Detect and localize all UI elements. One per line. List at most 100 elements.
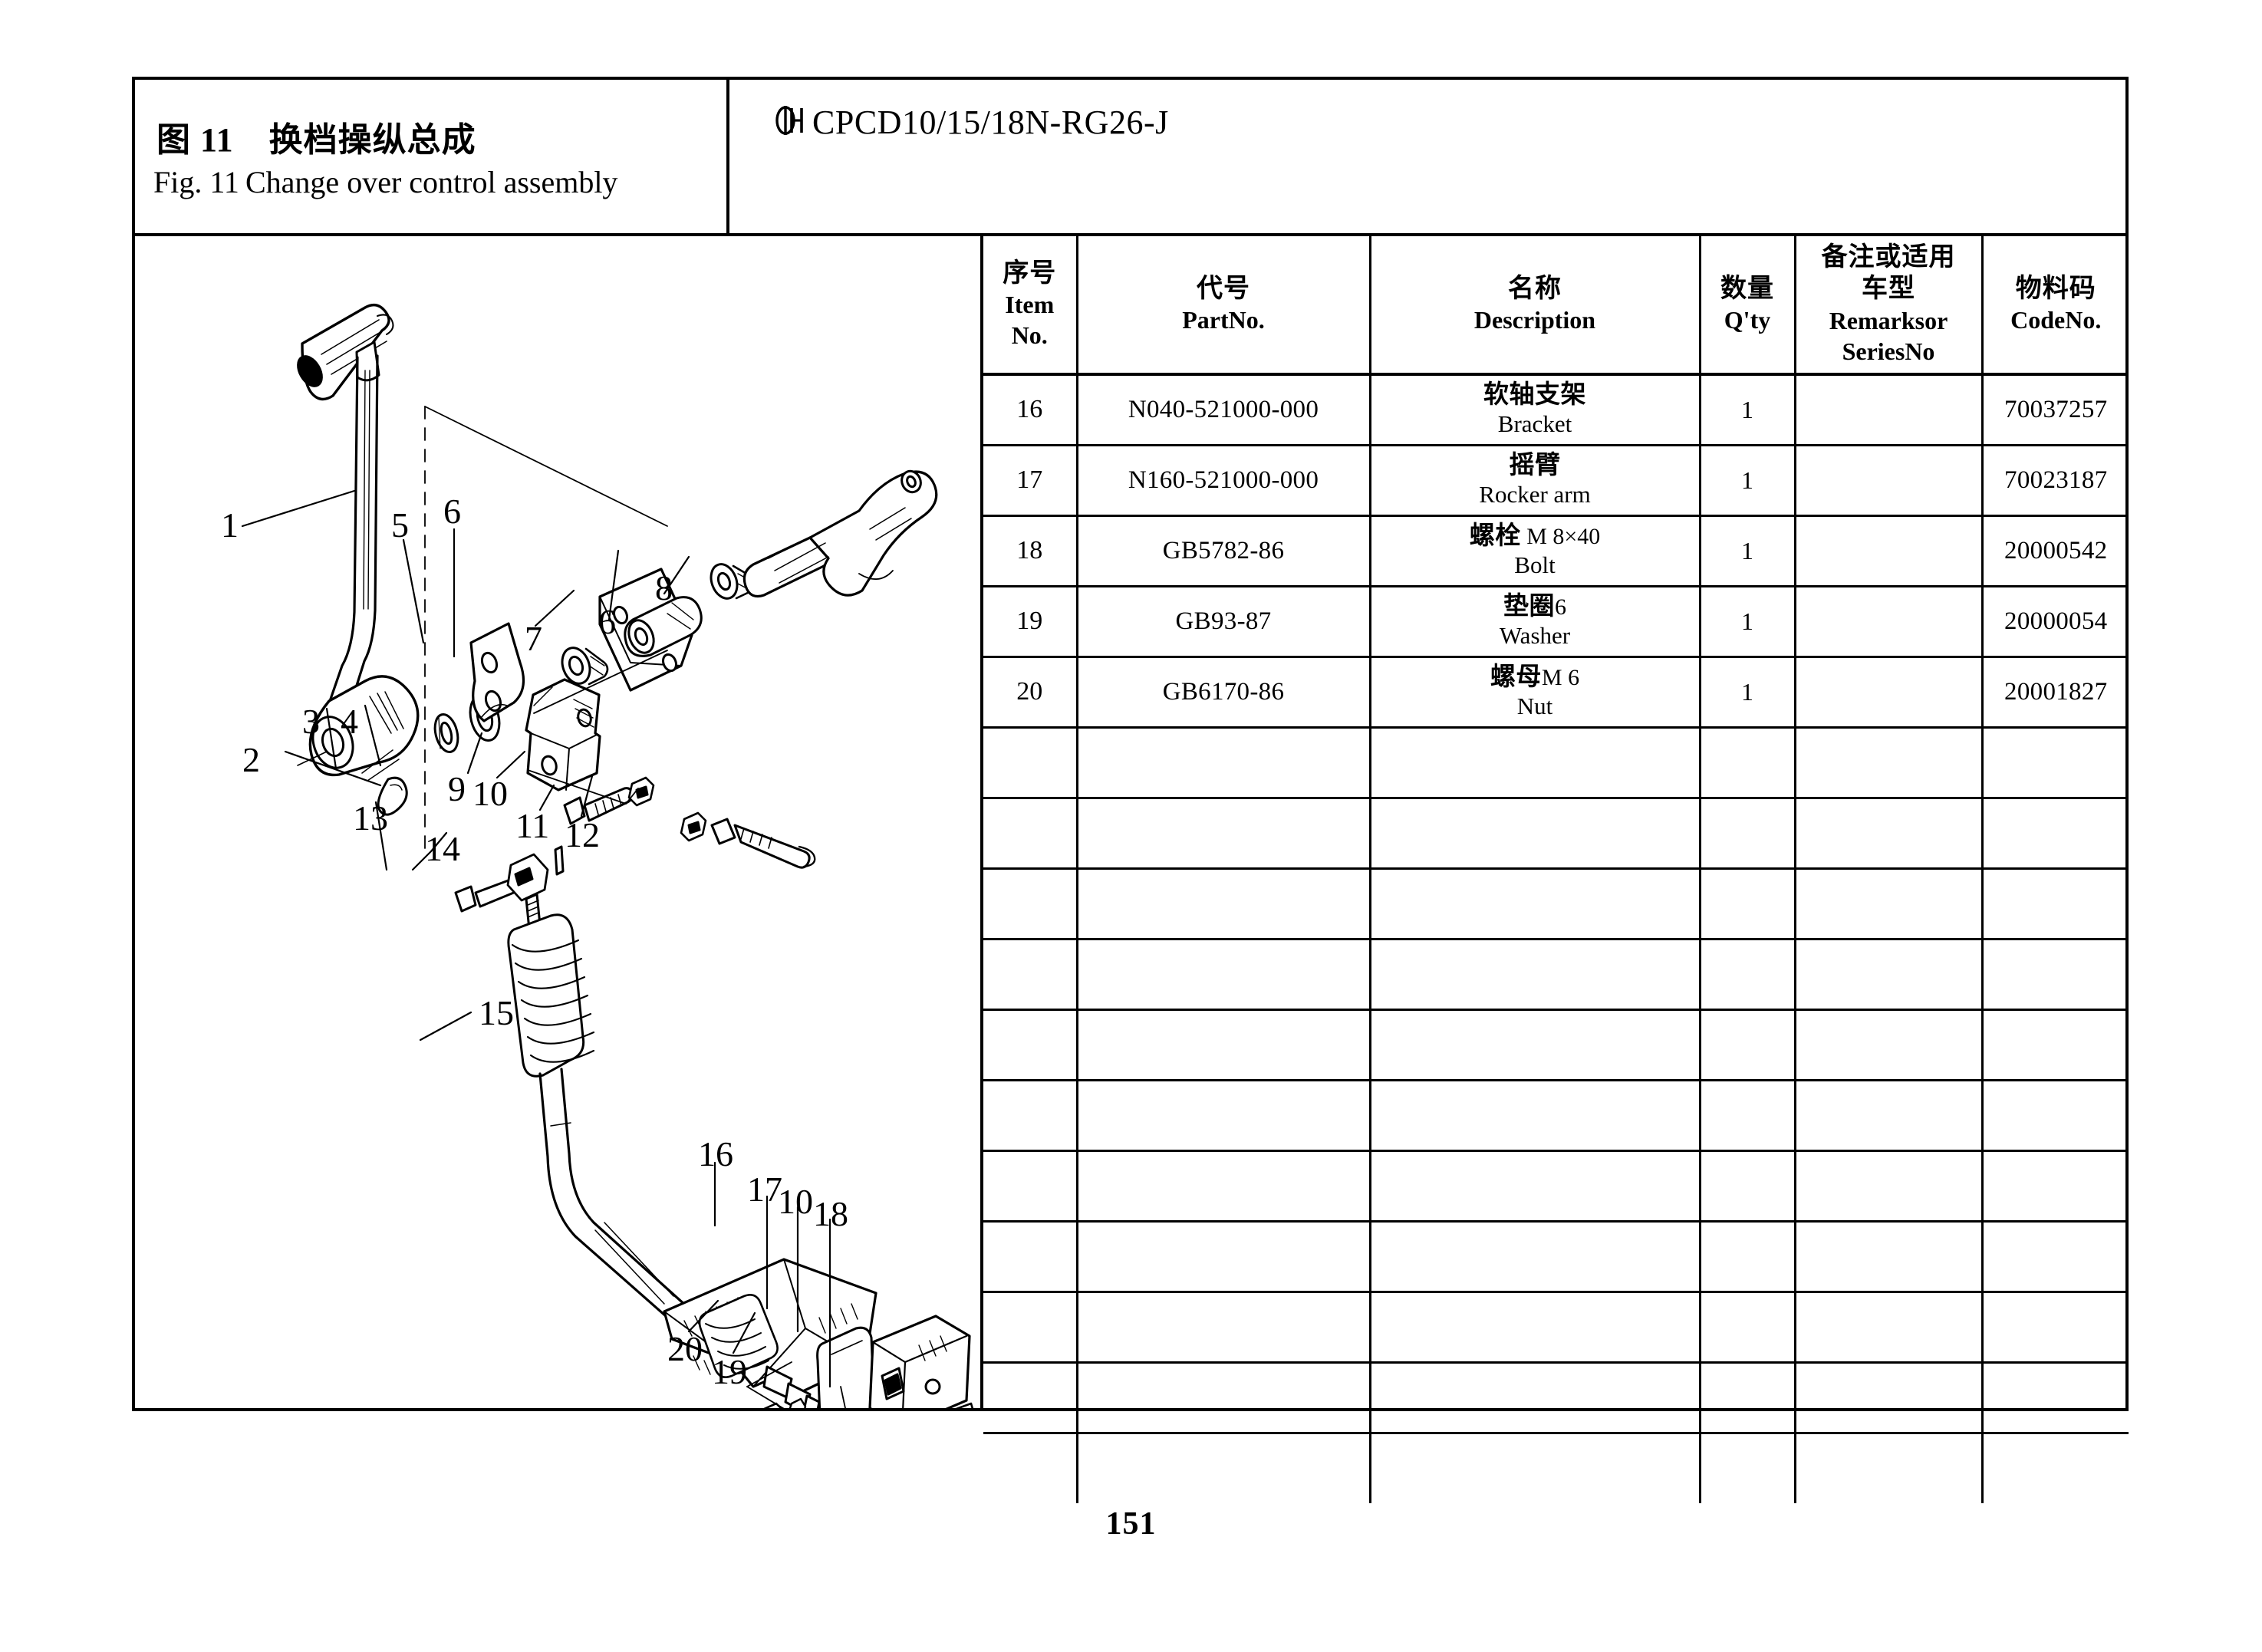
description-cn: 螺栓 M 8×40 (1469, 522, 1601, 551)
cell-code-no: 70037257 (1980, 373, 2129, 446)
cell-description: 摇臂 Rocker arm (1368, 443, 1701, 517)
figure-name-cn: 换档操纵总成 (268, 121, 476, 159)
description-en: Washer (1499, 622, 1571, 650)
table-row[interactable]: 20 GB6170-86 螺母M 6 Nut 1 20001827 (983, 655, 2129, 729)
cell-qty: 1 (1698, 584, 1796, 658)
cell-item-no (983, 867, 1078, 940)
callout-9: 9 (448, 769, 466, 808)
cell-code-no (1980, 1431, 2129, 1503)
col-header-code-no: 物料码 CodeNo. (1980, 236, 2129, 376)
callout-5: 5 (391, 505, 409, 545)
leader-lines (241, 406, 831, 1408)
table-row[interactable]: 19 GB93-87 垫圈6 Washer 1 20000054 (983, 584, 2129, 658)
cell-item-no (983, 1149, 1078, 1223)
cell-item-no: 18 (983, 514, 1078, 587)
cell-item-no (983, 726, 1078, 799)
table-row-empty[interactable] (983, 867, 2129, 940)
cell-qty: 1 (1698, 514, 1796, 587)
callout-19: 19 (712, 1352, 747, 1391)
model-designation-text: CPCD10/15/18N-RG26-J (812, 104, 1169, 141)
cell-item-no: 17 (983, 443, 1078, 517)
cell-code-no (1980, 1290, 2129, 1364)
page-number: 151 (1105, 1506, 1157, 1542)
table-row[interactable]: 18 GB5782-86 螺栓 M 8×40 Bolt 1 20000542 (983, 514, 2129, 587)
cell-remarks (1793, 1008, 1984, 1081)
cell-item-no: 19 (983, 584, 1078, 658)
cell-item-no (983, 1290, 1078, 1364)
cell-qty (1698, 1078, 1796, 1152)
callout-15: 15 (479, 993, 514, 1032)
col-header-remarks: 备注或适用 车型 Remarksor SeriesNo (1793, 236, 1984, 376)
cell-description (1368, 726, 1701, 799)
col-header-item-no: 序号 Item No. (983, 236, 1078, 376)
cell-remarks (1793, 514, 1984, 587)
cell-description (1368, 1431, 1701, 1503)
cell-remarks (1793, 1149, 1984, 1223)
callout-12: 12 (565, 815, 600, 854)
col-header-qty: 数量 Q'ty (1698, 236, 1796, 376)
cell-description (1368, 1008, 1701, 1081)
exploded-assembly-drawing: 1 2 3 4 5 6 6 7 8 9 10 11 12 13 (221, 303, 974, 1408)
table-row-empty[interactable] (983, 726, 2129, 799)
parts-table-body: 16 N040-521000-000 软轴支架 Bracket 1 700372… (983, 373, 2129, 1503)
cell-part-no (1075, 1290, 1371, 1364)
t-handle-lever-part (297, 303, 420, 782)
table-row-empty[interactable] (983, 1219, 2129, 1293)
cell-item-no (983, 1219, 1078, 1293)
mount-plate-part (561, 563, 756, 692)
cell-part-no (1075, 1219, 1371, 1293)
table-row-empty[interactable] (983, 1290, 2129, 1364)
callout-18: 18 (813, 1194, 848, 1233)
cell-remarks (1793, 1219, 1984, 1293)
callout-7: 7 (525, 619, 542, 658)
table-row[interactable]: 16 N040-521000-000 软轴支架 Bracket 1 700372… (983, 373, 2129, 446)
model-designation-block: CPCD10/15/18N-RG26-J (729, 80, 2125, 233)
cell-description (1368, 1219, 1701, 1293)
callout-11: 11 (515, 806, 549, 845)
cell-remarks (1793, 1078, 1984, 1152)
table-row-empty[interactable] (983, 1078, 2129, 1152)
cell-qty (1698, 1219, 1796, 1293)
table-row-empty[interactable] (983, 1008, 2129, 1081)
model-designation: CPCD10/15/18N-RG26-J (771, 103, 1169, 142)
table-row-empty[interactable] (983, 1149, 2129, 1223)
cell-item-no (983, 1008, 1078, 1081)
table-row-empty[interactable] (983, 796, 2129, 870)
cell-code-no (1980, 867, 2129, 940)
table-row-empty[interactable] (983, 937, 2129, 1011)
cell-part-no: GB93-87 (1075, 584, 1371, 658)
description-en: Rocker arm (1479, 481, 1591, 508)
cell-qty (1698, 937, 1796, 1011)
cell-description (1368, 1290, 1701, 1364)
cell-description (1368, 1078, 1701, 1152)
table-row-empty[interactable] (983, 1361, 2129, 1434)
cell-item-no (983, 1078, 1078, 1152)
figure-name-en: Change over control assembly (245, 165, 618, 199)
cell-part-no (1075, 1008, 1371, 1081)
cell-remarks (1793, 443, 1984, 517)
callout-14: 14 (425, 829, 460, 868)
cell-part-no (1075, 1149, 1371, 1223)
callout-13: 13 (353, 798, 388, 838)
cell-description (1368, 867, 1701, 940)
washer-part (680, 811, 707, 842)
table-row[interactable]: 17 N160-521000-000 摇臂 Rocker arm 1 70023… (983, 443, 2129, 517)
nut-part (627, 776, 655, 807)
callout-20: 20 (667, 1329, 703, 1368)
key-part (377, 776, 408, 816)
col-header-part-no: 代号 PartNo. (1075, 236, 1371, 376)
flexible-cable-part (507, 913, 719, 1351)
callout-1: 1 (221, 505, 239, 545)
cell-description (1368, 1361, 1701, 1434)
description-en: Nut (1516, 693, 1553, 720)
parts-table-pane: 序号 Item No. 代号 PartNo. 名称 Description (983, 236, 2129, 1503)
cell-code-no (1980, 937, 2129, 1011)
callout-17: 17 (747, 1170, 782, 1209)
bolt-long-part (710, 818, 816, 869)
cell-item-no: 16 (983, 373, 1078, 446)
table-row-empty[interactable] (983, 1431, 2129, 1503)
